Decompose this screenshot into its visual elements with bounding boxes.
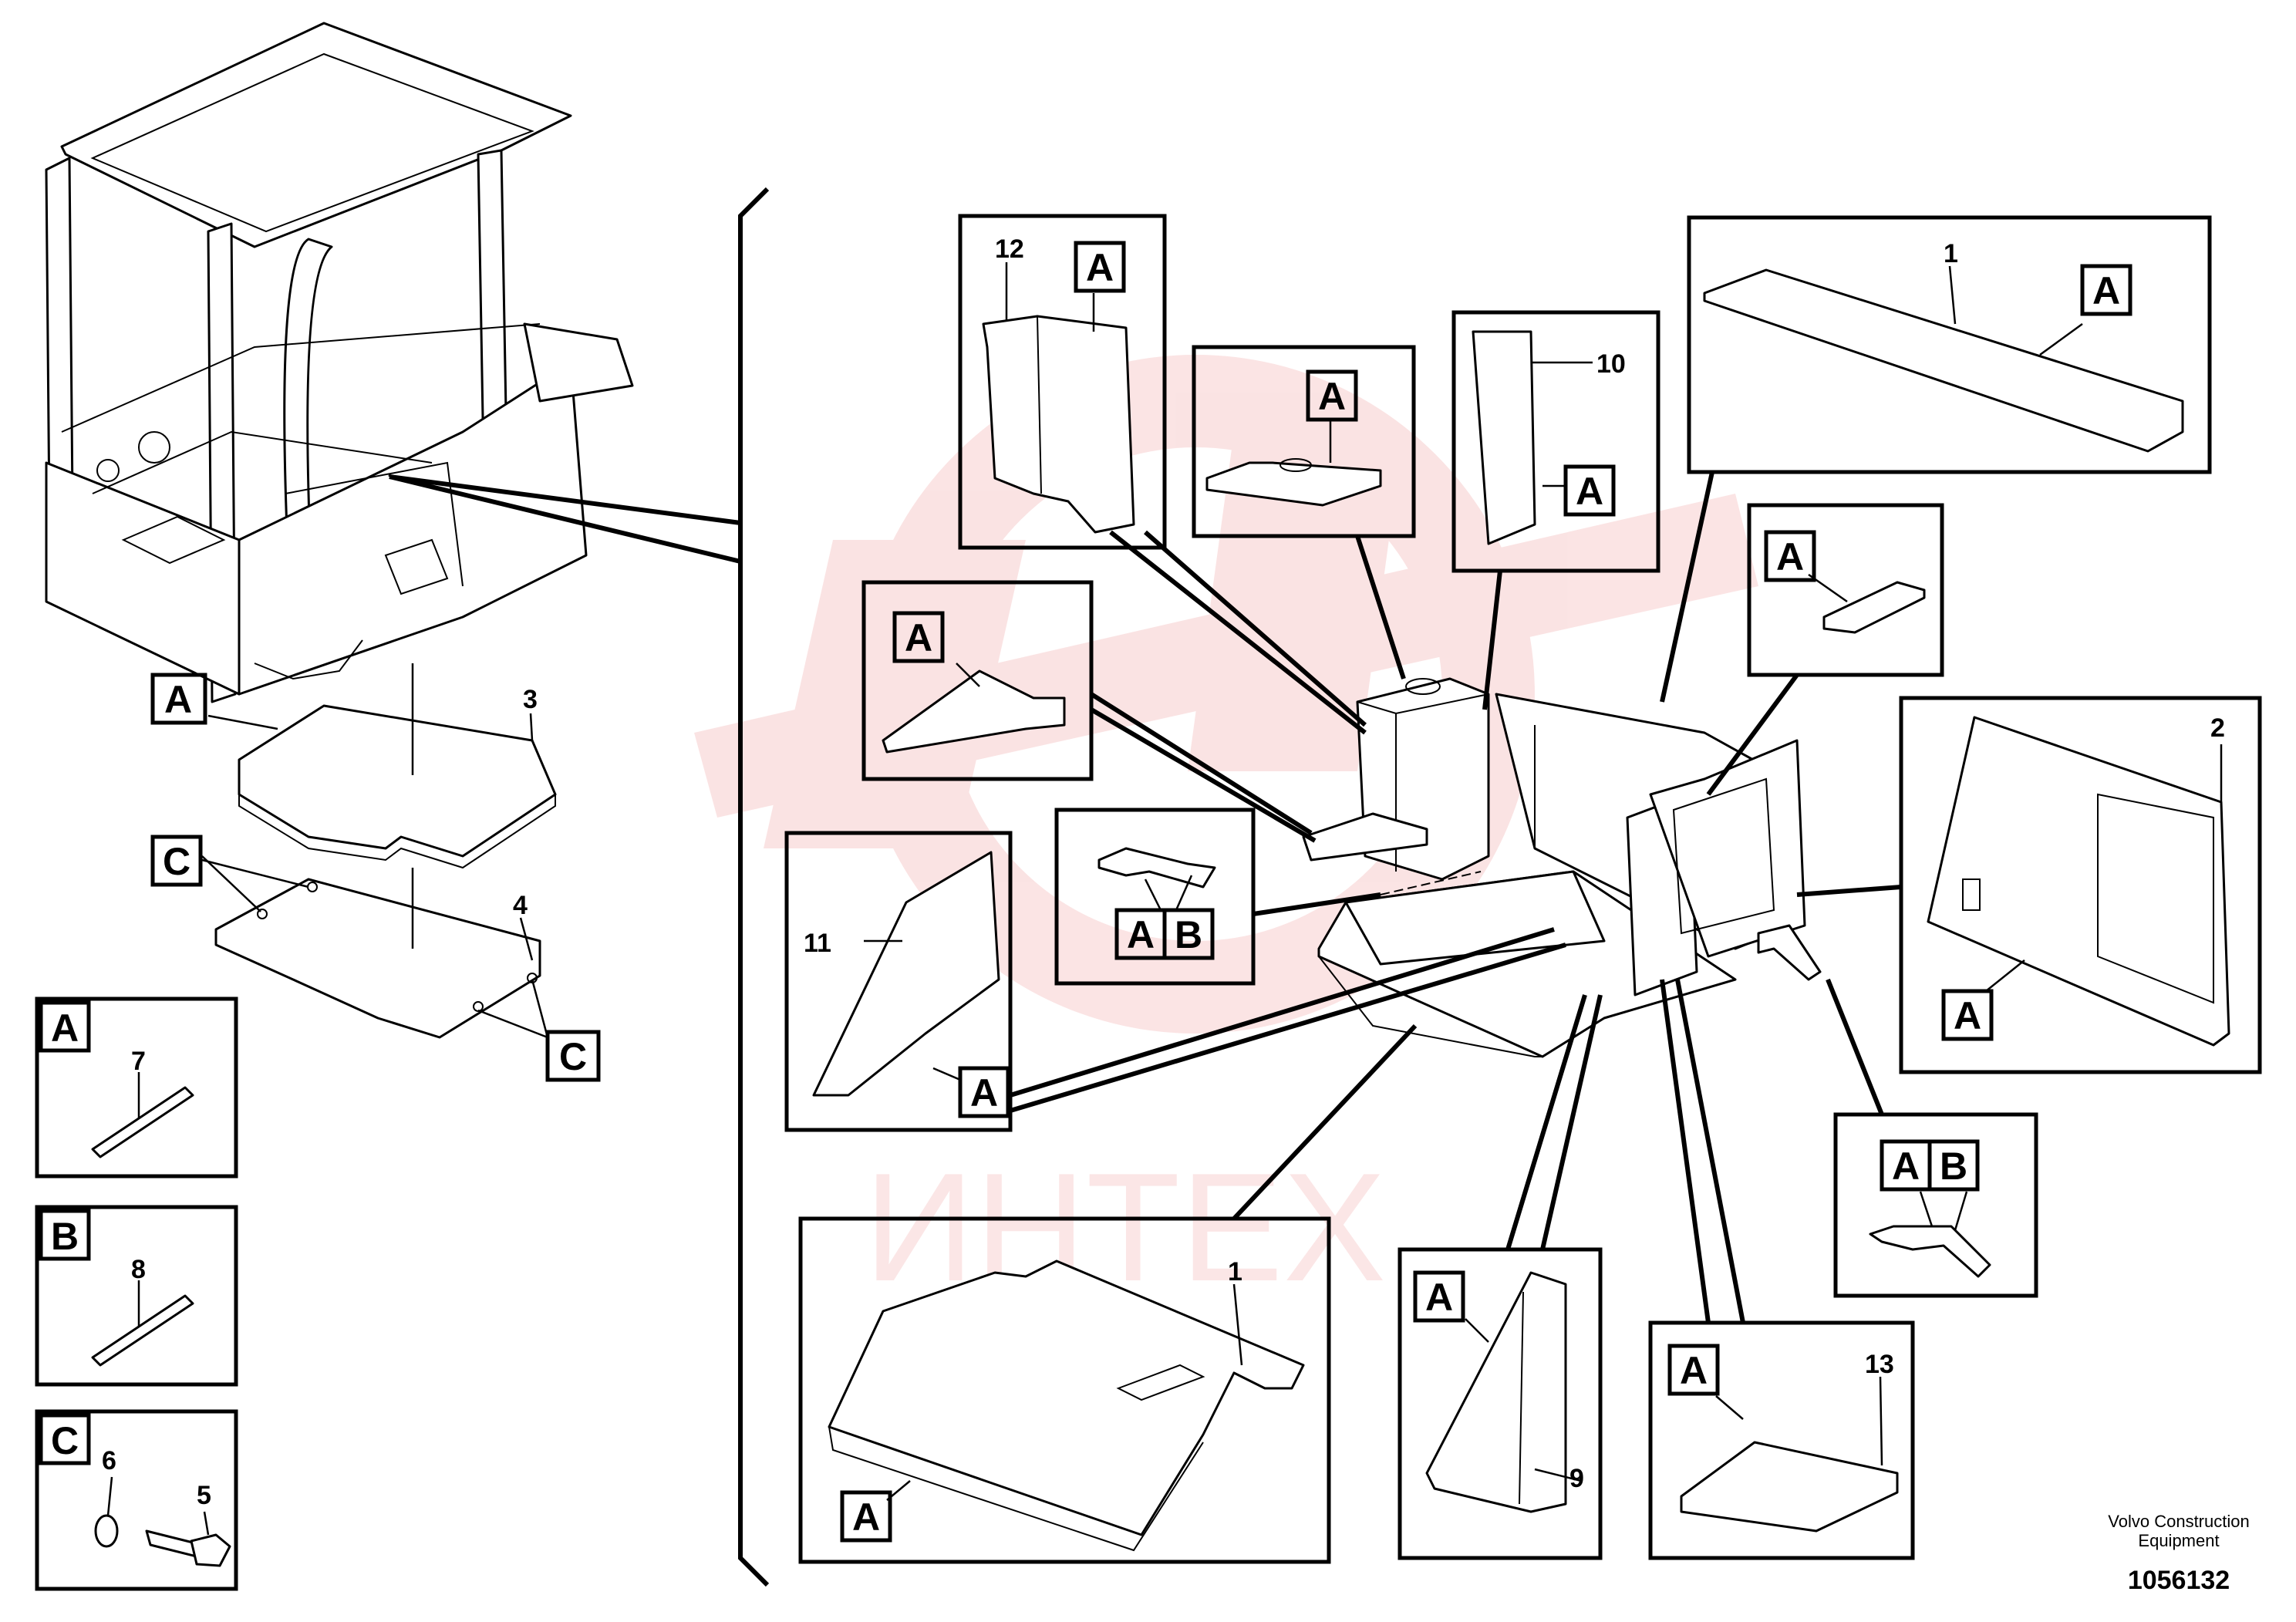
detail-13-part: 13 [1865, 1350, 1894, 1379]
detail-clip-ref: A [1776, 535, 1804, 578]
detail-13-ref: A [1680, 1349, 1708, 1392]
detail-pedal-ref-b: B [1940, 1145, 1967, 1188]
floor-mat-3 [238, 663, 557, 869]
detail-9-part: 9 [1569, 1464, 1584, 1493]
legend-part-5: 5 [197, 1481, 211, 1510]
footer-company-line2: Equipment [2138, 1531, 2219, 1550]
detail-11-part: 11 [804, 929, 831, 958]
detail-box-1-top [1687, 215, 2212, 474]
mat-ref-letter: A [164, 678, 192, 721]
detail-box-tab [1192, 345, 1416, 538]
detail-12-part: 12 [995, 234, 1024, 264]
detail-tab-ref: A [1318, 375, 1346, 418]
detail-hook-ref-a: A [1127, 913, 1155, 956]
detail-box-2 [1899, 696, 2262, 1074]
legend-letter-a: A [51, 1007, 79, 1050]
mat-part-label: 3 [523, 685, 538, 714]
detail-box-clip [1747, 503, 1944, 677]
detail-12-ref: A [1086, 246, 1114, 289]
legend-letter-c: C [51, 1419, 79, 1462]
detail-box-9 [1397, 1247, 1603, 1560]
detail-box-hook [1054, 808, 1256, 986]
legend-box-a [35, 996, 238, 1179]
detail-10-ref: A [1576, 470, 1603, 513]
detail-box-10 [1451, 310, 1660, 573]
legend-part-8: 8 [131, 1255, 146, 1284]
legend-part-7: 7 [131, 1047, 146, 1076]
detail-bracket [738, 187, 770, 1587]
floor-plate-4 [214, 868, 541, 1039]
detail-pedal-ref-a: A [1892, 1145, 1920, 1188]
detail-box-pedal [1833, 1112, 2038, 1298]
mat-ref-box [150, 673, 207, 725]
detail-11-ref: A [970, 1071, 998, 1114]
detail-box-12 [958, 214, 1167, 550]
cab-frame [45, 22, 634, 703]
main-assembly [1302, 677, 1822, 1058]
legend-part-6: 6 [102, 1446, 116, 1475]
detail-1-top-part: 1 [1944, 239, 1958, 268]
watermark-text: ИНТЕХ [864, 1141, 1386, 1313]
plate-part-label: 4 [513, 891, 528, 920]
legend-letter-b: B [51, 1215, 79, 1258]
detail-2-part: 2 [2210, 713, 2225, 743]
footer-drawing-number: 1056132 [2128, 1566, 2230, 1595]
detail-10-part: 10 [1596, 349, 1626, 379]
detail-1-bottom-part: 1 [1228, 1257, 1242, 1286]
footer-company-line1: Volvo Construction [2108, 1512, 2249, 1531]
detail-2-ref: A [1954, 994, 1981, 1037]
plate-ref-letter-bottom: C [559, 1035, 587, 1078]
legend-box-b [35, 1205, 238, 1387]
plate-ref-box-top [150, 835, 203, 887]
detail-box-1-bottom [798, 1216, 1331, 1564]
plate-ref-letter-top: C [163, 840, 190, 883]
detail-9-ref: A [1425, 1276, 1453, 1319]
detail-1-top-ref: A [2092, 269, 2120, 312]
legend-box-c [35, 1409, 238, 1591]
plate-ref-box-bottom [545, 1030, 601, 1082]
detail-1-bottom-ref: A [852, 1496, 880, 1539]
detail-wedge-ref: A [905, 616, 932, 659]
detail-box-13 [1648, 1320, 1915, 1560]
detail-box-11 [784, 831, 1013, 1132]
detail-hook-ref-b: B [1175, 913, 1202, 956]
detail-box-wedge [861, 580, 1094, 781]
